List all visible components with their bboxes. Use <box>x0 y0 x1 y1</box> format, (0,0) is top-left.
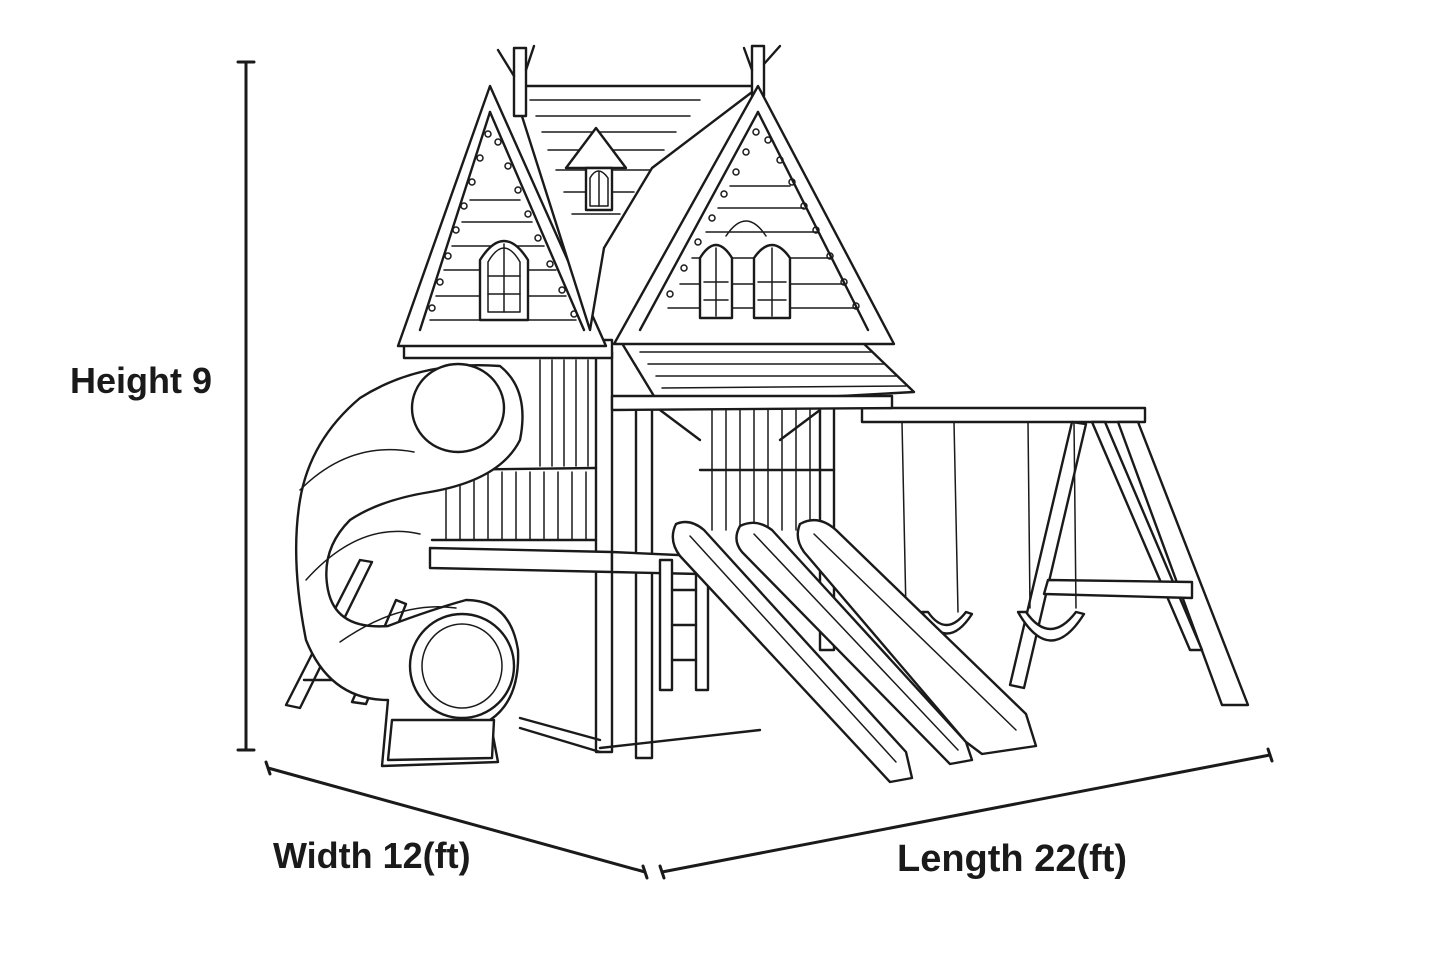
width-label: Width 12(ft) <box>273 835 471 876</box>
height-label: Height 9 <box>70 360 213 401</box>
swing-set <box>860 406 1250 707</box>
length-label: Length 22(ft) <box>897 838 1128 880</box>
roof-finials <box>496 44 782 118</box>
right-gable-trim-dots <box>666 128 860 310</box>
left-railing-slats <box>445 471 587 541</box>
left-arched-window <box>478 240 530 322</box>
length-dimension-line <box>658 747 1274 880</box>
dormer-window <box>564 126 628 212</box>
house-upper <box>396 44 896 360</box>
porch-roof <box>610 338 916 442</box>
width-dimension-line <box>264 760 649 880</box>
right-double-arched-window <box>698 220 792 320</box>
height-dimension-line <box>236 60 256 752</box>
left-gable-trim-dots <box>428 130 578 318</box>
wave-slides <box>671 518 1038 784</box>
tube-slide <box>294 362 524 768</box>
